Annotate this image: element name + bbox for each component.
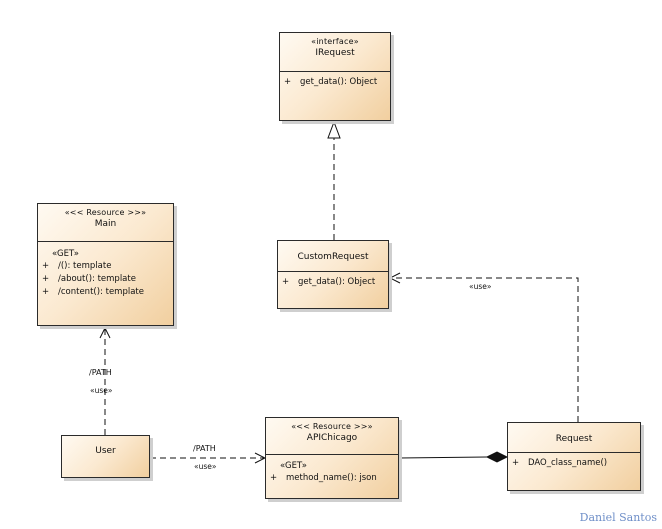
composition-line	[398, 456, 488, 459]
class-apichicago[interactable]: «<< Resource >>» APIChicago «GET» + metho…	[265, 417, 399, 499]
operation: + /content(): template	[42, 286, 173, 299]
operation-signature: DAO_class_name()	[528, 458, 608, 468]
class-request[interactable]: Request + DAO_class_name()	[507, 422, 641, 491]
use-label-user-main: «use»	[90, 386, 113, 395]
operation: + DAO_class_name()	[512, 457, 640, 470]
class-main[interactable]: «<< Resource >>» Main «GET» + /(): templa…	[37, 203, 174, 326]
visibility: +	[42, 261, 50, 271]
operation-signature: method_name(): json	[286, 473, 377, 483]
realization-triangle	[327, 120, 341, 139]
group-stereotype: «GET»	[280, 461, 307, 471]
operation-signature: get_data(): Object	[300, 77, 378, 87]
visibility: +	[42, 274, 50, 284]
path-label-user-main: /PATH	[89, 368, 112, 377]
visibility: +	[512, 458, 520, 468]
operation: + method_name(): json	[270, 472, 398, 485]
group-stereotype: «GET»	[52, 249, 79, 259]
operations-compartment: + get_data(): Object	[278, 272, 388, 289]
class-name: IRequest	[315, 48, 355, 58]
class-header: «<< Resource >>» APIChicago	[266, 418, 398, 455]
operation-signature: /about(): template	[58, 274, 136, 284]
class-name: APIChicago	[306, 433, 358, 443]
operation: + get_data(): Object	[284, 76, 390, 89]
stereotype-label: «interface»	[311, 37, 359, 46]
dependency-request-custom	[390, 278, 579, 422]
visibility: +	[270, 473, 278, 483]
class-header: CustomRequest	[278, 243, 388, 272]
operations-compartment: «GET» + /(): template + /about(): template…	[38, 242, 173, 299]
class-name: Main	[94, 219, 117, 229]
class-irequest[interactable]: «interface» IRequest + get_data(): Object	[279, 32, 391, 121]
visibility: +	[282, 277, 290, 287]
class-name: CustomRequest	[297, 252, 369, 262]
class-customrequest[interactable]: CustomRequest + get_data(): Object	[277, 240, 389, 309]
composition-diamond	[485, 451, 509, 463]
class-user[interactable]: User	[61, 435, 150, 478]
operations-compartment: + DAO_class_name()	[508, 453, 640, 470]
class-header: Request	[508, 425, 640, 453]
use-label-request-custom: «use»	[469, 282, 492, 291]
class-header: «<< Resource >>» Main	[38, 204, 173, 242]
operation-signature: get_data(): Object	[298, 277, 376, 287]
operation: + /(): template	[42, 260, 173, 273]
class-name: User	[95, 446, 116, 456]
operations-compartment: + get_data(): Object	[280, 72, 390, 89]
operation-signature: /(): template	[58, 261, 112, 271]
operation-signature: /content(): template	[58, 287, 144, 297]
path-label-user-api: /PATH	[193, 444, 216, 453]
stereotype-label: «<< Resource >>»	[64, 208, 147, 217]
class-header: User	[62, 436, 149, 456]
stereotype-label: «<< Resource >>»	[291, 422, 373, 431]
author-credit: Daniel Santos	[579, 511, 657, 524]
operation: + /about(): template	[42, 273, 173, 286]
operations-compartment: «GET» + method_name(): json	[266, 455, 398, 485]
visibility: +	[284, 77, 292, 87]
class-header: «interface» IRequest	[280, 33, 390, 72]
use-label-user-api: «use»	[194, 462, 217, 471]
operation: + get_data(): Object	[282, 276, 388, 289]
class-name: Request	[555, 434, 593, 444]
visibility: +	[42, 287, 50, 297]
